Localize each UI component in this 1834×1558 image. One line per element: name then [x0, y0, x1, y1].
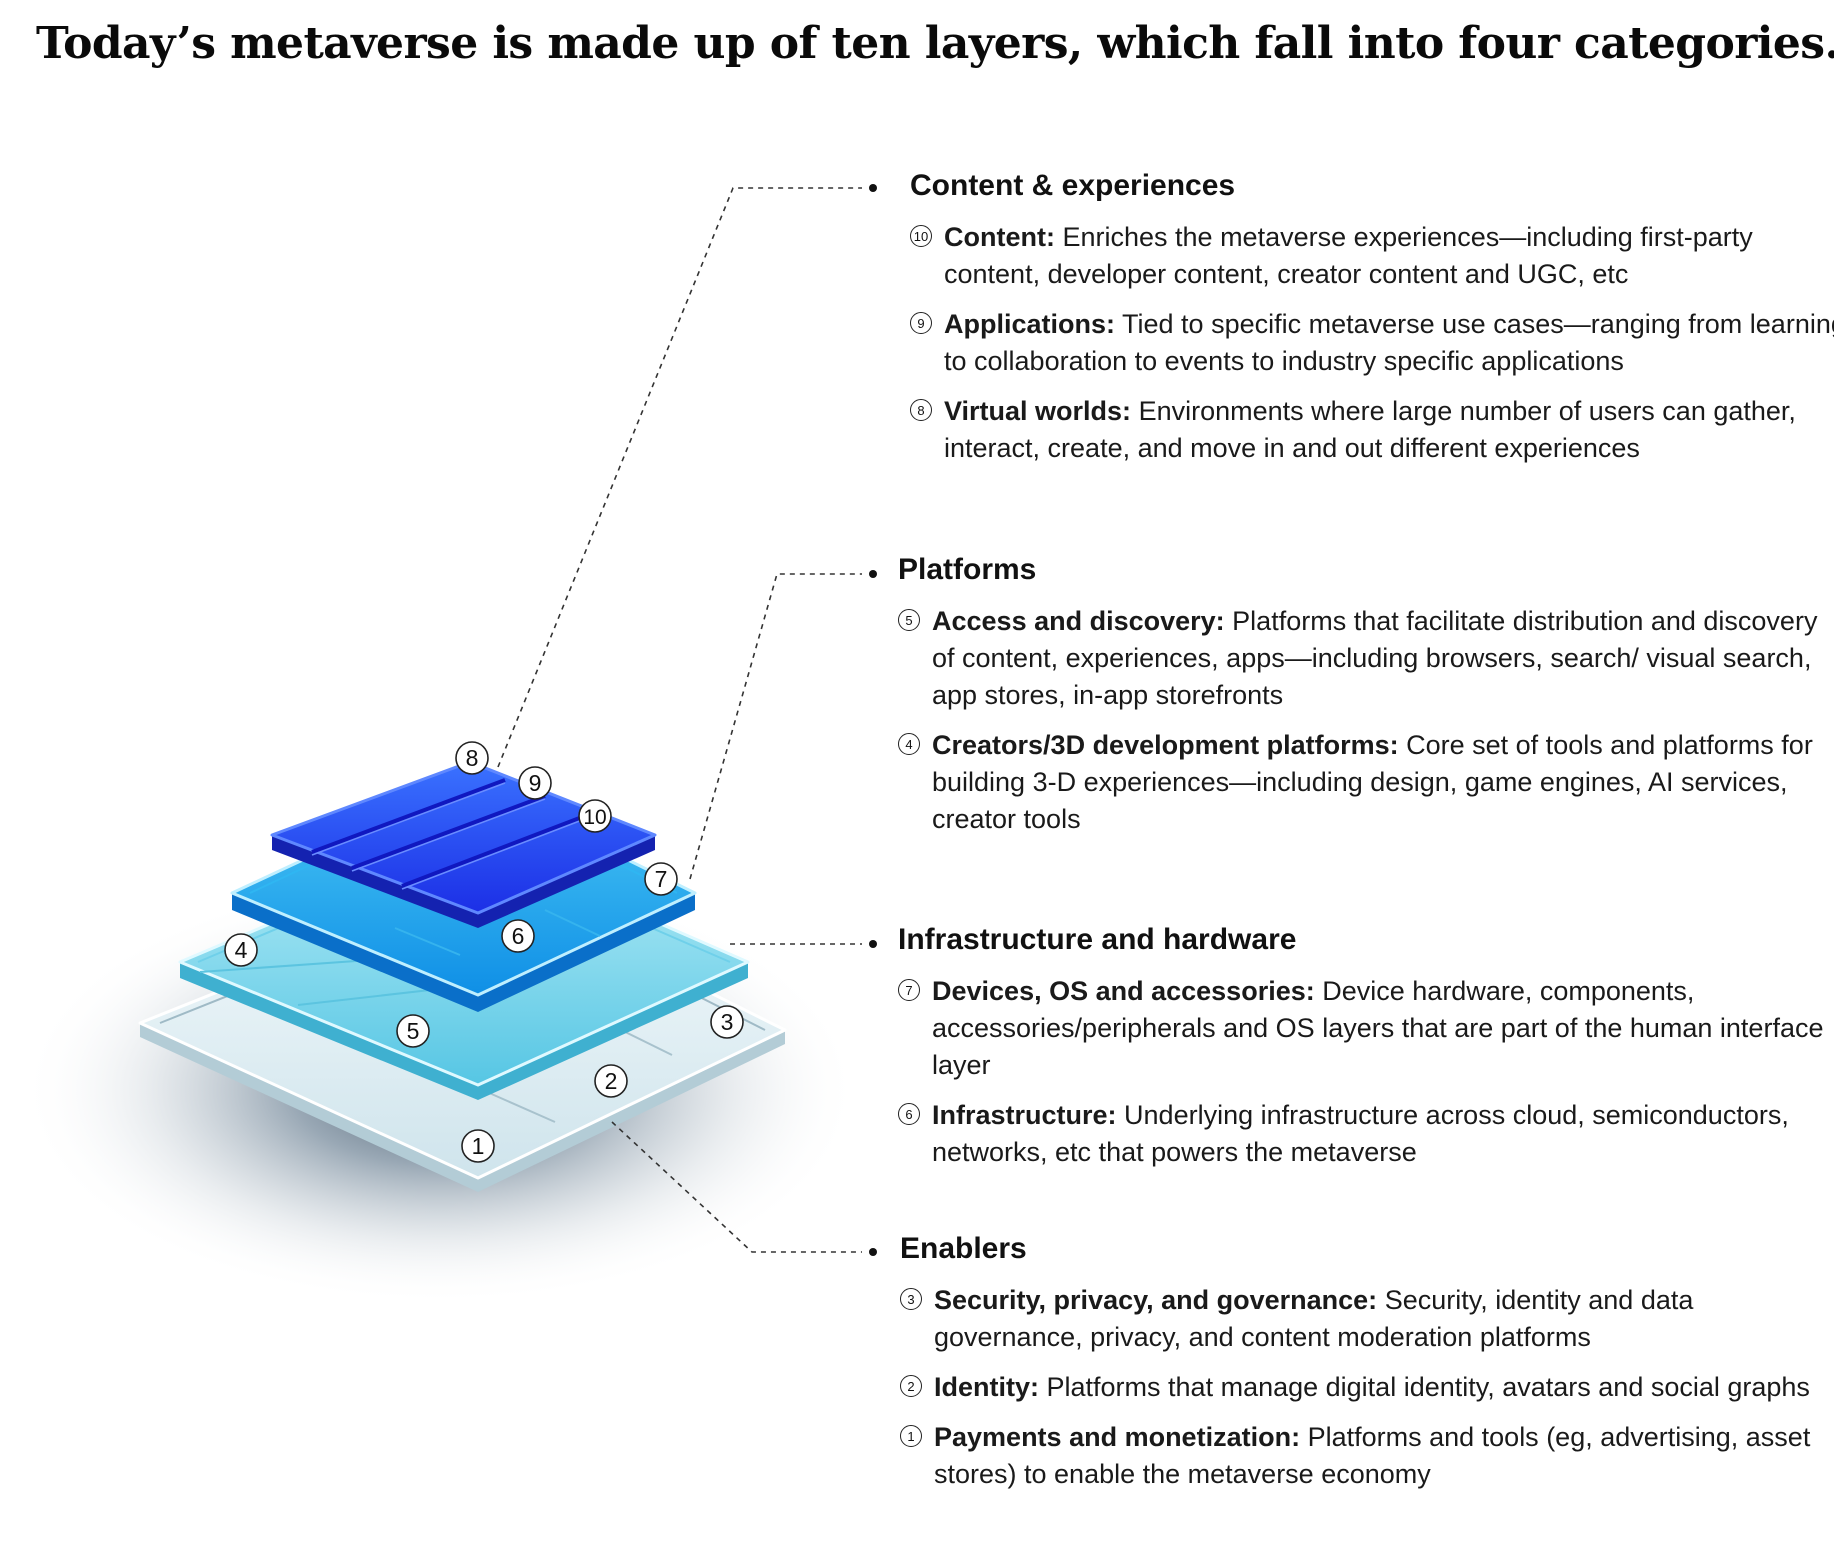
- content-slab: [270, 760, 657, 928]
- badge-5: 5: [396, 1014, 430, 1048]
- layer-description: Enriches the metaverse experiences—inclu…: [944, 222, 1753, 289]
- badge-8: 8: [455, 741, 489, 775]
- badge-10: 10: [578, 799, 612, 833]
- leader-dot-platforms: [869, 570, 877, 578]
- layer-description: Platforms and tools (eg, advertising, as…: [934, 1422, 1811, 1489]
- layer-description: Platforms that facilitate distribution a…: [932, 606, 1818, 710]
- layer-number-badge: 3: [900, 1288, 922, 1310]
- layer-item: 4 Creators/3D development platforms: Cor…: [898, 727, 1834, 838]
- category-content-experiences: Content & experiences 10 Content: Enrich…: [910, 169, 1834, 480]
- badge-4: 4: [224, 933, 258, 967]
- layer-number-badge: 1: [900, 1425, 922, 1447]
- layer-number-badge: 8: [910, 399, 932, 421]
- layer-number-badge: 2: [900, 1375, 922, 1397]
- layer-item: 7 Devices, OS and accessories: Device ha…: [898, 973, 1834, 1084]
- layer-description: Security, identity and data governance, …: [934, 1285, 1694, 1352]
- page-title: Today’s metaverse is made up of ten laye…: [36, 18, 1834, 69]
- layer-item: 8 Virtual worlds: Environments where lar…: [910, 393, 1834, 467]
- svg-text:6: 6: [512, 923, 525, 949]
- layer-name: Security, privacy, and governance:: [934, 1285, 1378, 1315]
- layer-description: Platforms that manage digital identity, …: [1046, 1372, 1810, 1402]
- svg-text:2: 2: [605, 1068, 618, 1094]
- layer-number-badge: 6: [898, 1103, 920, 1125]
- leader-line-enablers: [611, 1121, 862, 1253]
- leader-line-platforms: [689, 573, 862, 880]
- svg-text:7: 7: [655, 866, 668, 892]
- leader-dot-content: [869, 184, 877, 192]
- layer-number-badge: 4: [898, 733, 920, 755]
- layer-description: Core set of tools and platforms for buil…: [932, 730, 1813, 834]
- layer-item: 10 Content: Enriches the metaverse exper…: [910, 219, 1834, 293]
- badge-2: 2: [594, 1064, 628, 1098]
- layer-name: Creators/3D development platforms:: [932, 730, 1399, 760]
- layer-name: Devices, OS and accessories:: [932, 976, 1315, 1006]
- layer-description: Environments where large number of users…: [944, 396, 1796, 463]
- layer-item: 5 Access and discovery: Platforms that f…: [898, 603, 1834, 714]
- svg-text:5: 5: [407, 1018, 420, 1044]
- category-enablers: Enablers 3 Security, privacy, and govern…: [900, 1232, 1834, 1506]
- category-platforms: Platforms 5 Access and discovery: Platfo…: [898, 553, 1834, 851]
- category-title: Content & experiences: [910, 169, 1236, 202]
- badge-6: 6: [501, 919, 535, 953]
- layer-number-badge: 7: [898, 979, 920, 1001]
- layer-item: 3 Security, privacy, and governance: Sec…: [900, 1282, 1834, 1356]
- svg-text:9: 9: [529, 770, 542, 796]
- category-infrastructure-hardware: Infrastructure and hardware 7 Devices, O…: [898, 923, 1834, 1184]
- layer-number-badge: 9: [910, 312, 932, 334]
- badge-7: 7: [644, 862, 678, 896]
- svg-text:10: 10: [583, 806, 606, 829]
- layer-name: Content:: [944, 222, 1055, 252]
- svg-text:4: 4: [235, 937, 248, 963]
- layer-name: Access and discovery:: [932, 606, 1225, 636]
- category-title: Enablers: [900, 1232, 1027, 1265]
- layer-name: Identity:: [934, 1372, 1039, 1402]
- badge-1: 1: [461, 1129, 495, 1163]
- layer-item: 6 Infrastructure: Underlying infrastruct…: [898, 1097, 1834, 1171]
- leader-dot-enablers: [869, 1248, 877, 1256]
- layer-name: Virtual worlds:: [944, 396, 1132, 426]
- category-title: Platforms: [898, 553, 1037, 586]
- layer-number-badge: 5: [898, 609, 920, 631]
- layer-name: Payments and monetization:: [934, 1422, 1301, 1452]
- layer-description: Tied to specific metaverse use cases—ran…: [944, 309, 1834, 376]
- svg-text:8: 8: [466, 745, 479, 771]
- badge-3: 3: [710, 1005, 744, 1039]
- category-title: Infrastructure and hardware: [898, 923, 1297, 956]
- leader-line-content: [497, 187, 862, 768]
- layer-name: Applications:: [944, 309, 1116, 339]
- leader-dot-infrastructure: [869, 940, 877, 948]
- svg-text:3: 3: [721, 1009, 734, 1035]
- layer-name: Infrastructure:: [932, 1100, 1117, 1130]
- layer-badges: 8 9 10 7 6 4 5 3: [224, 741, 744, 1163]
- layer-item: 1 Payments and monetization: Platforms a…: [900, 1419, 1834, 1493]
- layer-item: 9 Applications: Tied to specific metaver…: [910, 306, 1834, 380]
- badge-9: 9: [518, 766, 552, 800]
- layer-description: Underlying infrastructure across cloud, …: [932, 1100, 1789, 1167]
- layer-item: 2 Identity: Platforms that manage digita…: [900, 1369, 1834, 1406]
- layer-number-badge: 10: [910, 225, 932, 247]
- svg-text:1: 1: [472, 1133, 485, 1159]
- layer-description: Device hardware, components, accessories…: [932, 976, 1824, 1080]
